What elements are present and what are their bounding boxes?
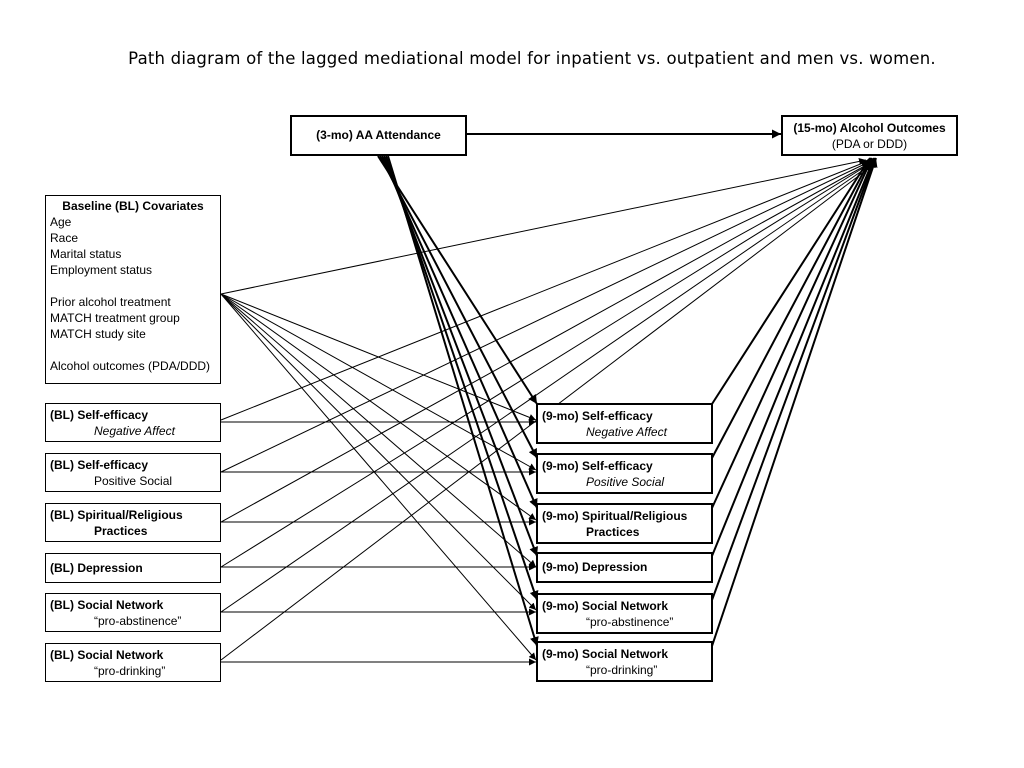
baseline-sub-1: Negative Affect [94,424,175,438]
covariate-match-site: MATCH study site [50,327,146,341]
baseline-sub-3: Practices [94,524,148,538]
baseline-sub-6: “pro-drinking” [94,664,166,678]
mediator-sub-6: “pro-drinking” [586,663,658,677]
arrow-bl1-to-outcome [220,160,869,421]
covariate-alcohol-outcomes: Alcohol outcomes (PDA/DDD) [50,359,211,373]
covariate-marital-status: Marital status [50,247,122,261]
covariate-employment-status: Employment status [50,263,153,277]
alcohol-outcomes-label: (15-mo) Alcohol Outcomes [793,121,946,135]
mediator-label-6: (9-mo) Social Network [542,647,669,661]
arrow-aa-to-med1 [377,155,538,405]
baseline-sub-5: “pro-abstinence” [94,614,182,628]
baseline-box-4: (BL) Depression [45,553,221,583]
baseline-label-1: (BL) Self-efficacy [50,408,149,422]
arrow-med4-to-outcome [711,157,875,557]
arrow-med5-to-outcome [711,157,877,601]
mediator-sub-5: “pro-abstinence” [586,615,674,629]
mediator-sub-2: Positive Social [586,475,665,489]
arrow-aa-to-med6 [387,155,539,647]
arrow-med1-to-outcome [711,157,871,405]
mediator-box-3: (9-mo) Spiritual/Religious Practices [536,503,713,544]
arrow-med2-to-outcome [711,157,872,459]
covariate-age: Age [50,215,72,229]
covariates-title: Baseline (BL) Covariates [62,199,204,213]
baseline-box-1: (BL) Self-efficacy Negative Affect [45,403,221,442]
alcohol-outcomes-sub: (PDA or DDD) [831,137,908,151]
baseline-box-2: (BL) Self-efficacy Positive Social [45,453,221,492]
arrow-cov-to-med-3 [220,293,537,521]
arrow-med6-to-outcome [711,157,878,647]
arrow-cov-to-med-5 [220,293,537,611]
baseline-label-2: (BL) Self-efficacy [50,458,149,472]
arrow-cov-to-outcome [220,157,867,295]
aa-attendance-box: (3-mo) AA Attendance [290,115,467,156]
mediator-box-4: (9-mo) Depression [536,552,713,583]
baseline-label-4: (BL) Depression [50,561,143,575]
baseline-box-3: (BL) Spiritual/Religious Practices [45,503,221,542]
mediator-box-2: (9-mo) Self-efficacy Positive Social [536,453,713,494]
mediator-label-1: (9-mo) Self-efficacy [542,409,653,423]
baseline-label-6: (BL) Social Network [50,648,164,662]
aa-attendance-label: (3-mo) AA Attendance [316,128,441,142]
mediator-label-3: (9-mo) Spiritual/Religious [542,509,688,523]
baseline-label-5: (BL) Social Network [50,598,164,612]
arrow-aa-to-med3 [381,155,538,509]
arrow-bl5-to-outcome [220,163,873,613]
arrow-bl3-to-outcome [220,162,871,523]
covariate-prior-treatment: Prior alcohol treatment [50,295,171,309]
arrow-bl4-to-outcome [220,162,872,568]
mediator-label-5: (9-mo) Social Network [542,599,669,613]
baseline-label-3: (BL) Spiritual/Religious [50,508,183,522]
alcohol-outcomes-box: (15-mo) Alcohol Outcomes (PDA or DDD) [781,115,958,156]
mediator-box-5: (9-mo) Social Network “pro-abstinence” [536,593,713,634]
baseline-covariates-box: Baseline (BL) Covariates Age Race Marita… [45,195,221,384]
mediator-box-1: (9-mo) Self-efficacy Negative Affect [536,403,713,444]
covariate-match-group: MATCH treatment group [50,311,180,325]
mediator-label-2: (9-mo) Self-efficacy [542,459,653,473]
diagram-title: Path diagram of the lagged mediational m… [128,49,936,68]
baseline-sub-2: Positive Social [94,474,173,488]
baseline-box-5: (BL) Social Network “pro-abstinence” [45,593,221,632]
arrow-med3-to-outcome [711,157,873,509]
mediator-label-4: (9-mo) Depression [542,560,648,574]
arrow-aa-to-med2 [379,155,538,459]
arrow-cov-to-med-2 [220,293,537,471]
covariate-race: Race [50,231,79,245]
mediator-sub-1: Negative Affect [586,425,667,439]
arrow-cov-to-med-6 [220,293,537,661]
arrow-bl2-to-outcome [220,161,870,473]
baseline-box-6: (BL) Social Network “pro-drinking” [45,643,221,682]
mediator-sub-3: Practices [586,525,640,539]
mediator-box-6: (9-mo) Social Network “pro-drinking” [536,641,713,682]
